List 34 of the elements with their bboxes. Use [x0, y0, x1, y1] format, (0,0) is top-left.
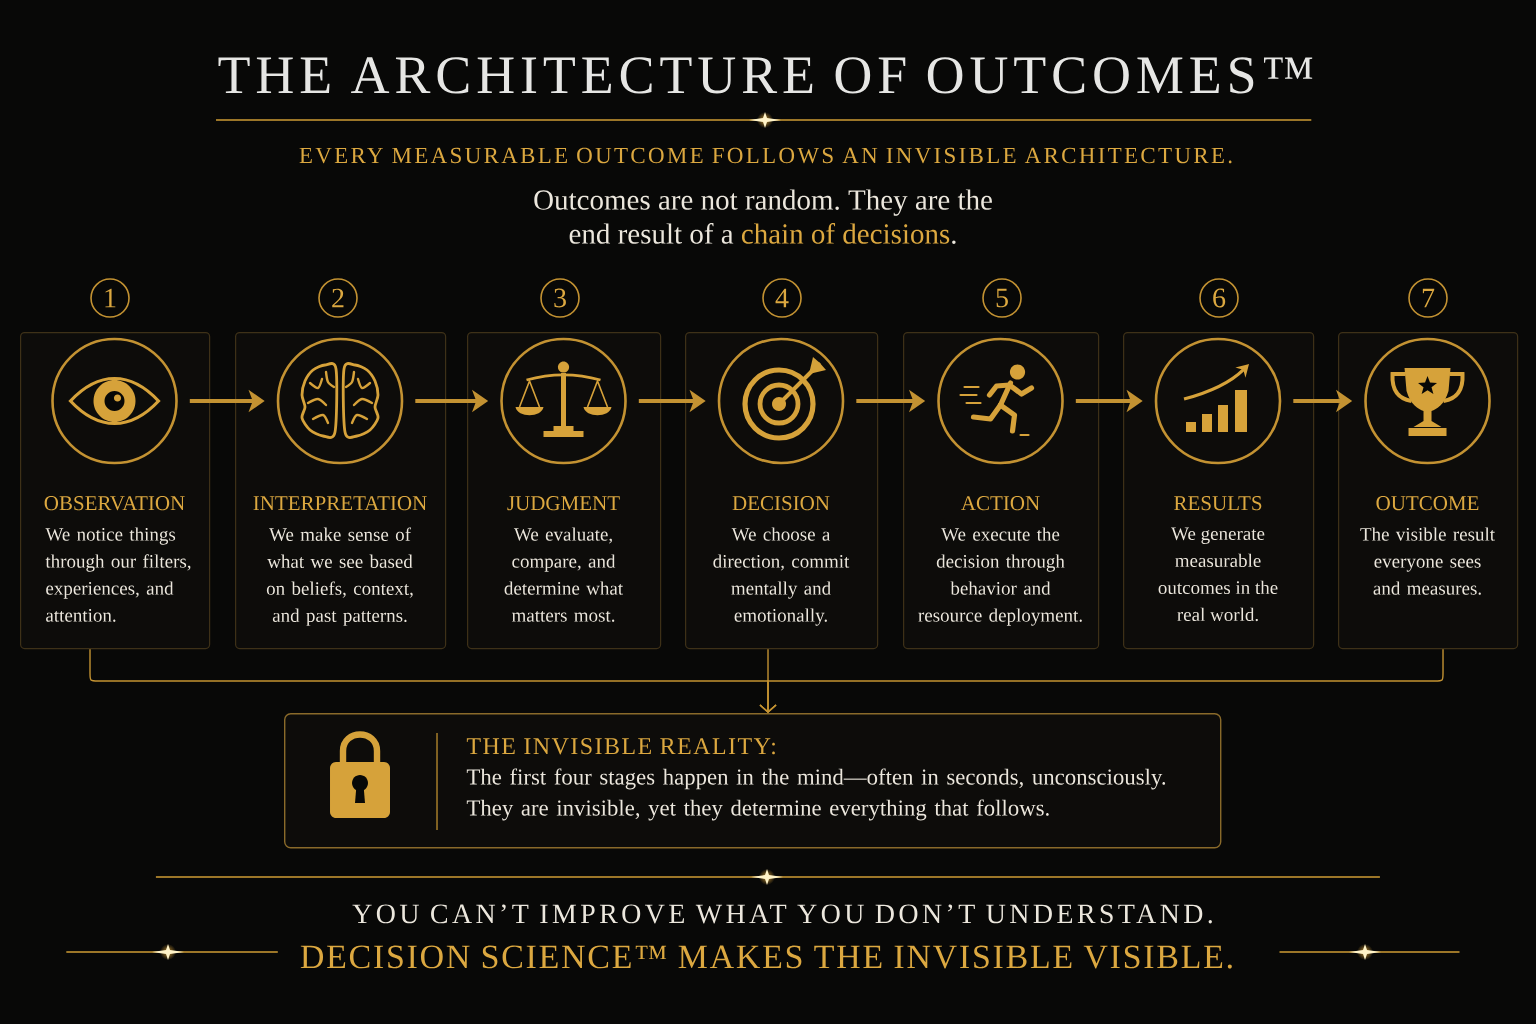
icon-circle — [500, 337, 627, 465]
tagline: YOU CAN’T IMPROVE WHAT YOU DON’T UNDERSTAND. — [352, 904, 1212, 924]
step-number: 5 — [982, 278, 1022, 318]
card-text: We generate measurable outcomes in the real world. — [1158, 527, 1278, 622]
step-number: 7 — [1408, 278, 1448, 318]
title: THE ARCHITECTURE OF OUTCOMES™ — [218, 57, 1313, 94]
info-heading: THE INVISIBLE REALITY: — [466, 738, 775, 755]
card-text: We make sense of what we see based on beliefs, context, and past patterns. — [266, 527, 413, 626]
step-number: 6 — [1199, 278, 1239, 318]
icon-circle — [717, 337, 845, 465]
subtitle: EVERY MEASURABLE OUTCOME FOLLOWS AN INVISIBLE ARCHITECTURE. — [299, 147, 1232, 164]
card-text: We notice things through our filters, experiences, and attention. — [45, 527, 191, 622]
step-number: 3 — [540, 278, 580, 318]
card-heading: ACTION — [961, 496, 1040, 511]
connector-arrow — [759, 648, 1444, 713]
card-heading: DECISION — [732, 496, 830, 511]
card-text: We evaluate, compare, and determine what matters most. — [504, 527, 624, 622]
card-text: The visible result everyone sees and measures. — [1360, 527, 1495, 595]
card-text: We choose a direction, commit mentally and emotionally. — [713, 527, 850, 626]
icon-circle — [276, 337, 404, 465]
icon-circle — [1154, 337, 1282, 465]
card-heading: RESULTS — [1174, 496, 1262, 511]
step-number: 2 — [318, 278, 358, 318]
card-heading: JUDGMENT — [507, 496, 620, 511]
step-number: 1 — [90, 278, 130, 318]
tagline: DECISION SCIENCE™ MAKES THE INVISIBLE VISIBLE. — [300, 945, 1232, 969]
card-heading: OBSERVATION — [44, 496, 185, 511]
card-text: We execute the decision through behavior and resource deployment. — [918, 527, 1082, 626]
card-heading: INTERPRETATION — [253, 496, 427, 511]
intro-text: Outcomes are not random. They are the end result of a chain of decisions. — [534, 189, 992, 244]
card-heading: OUTCOME — [1376, 496, 1479, 511]
info-text: The first four stages happen in the mind—often in seconds, unconsciously. They are invisible, yet they determine everything that follows. — [466, 768, 1166, 821]
step-number: 4 — [762, 278, 802, 318]
icon-circle — [937, 337, 1064, 465]
